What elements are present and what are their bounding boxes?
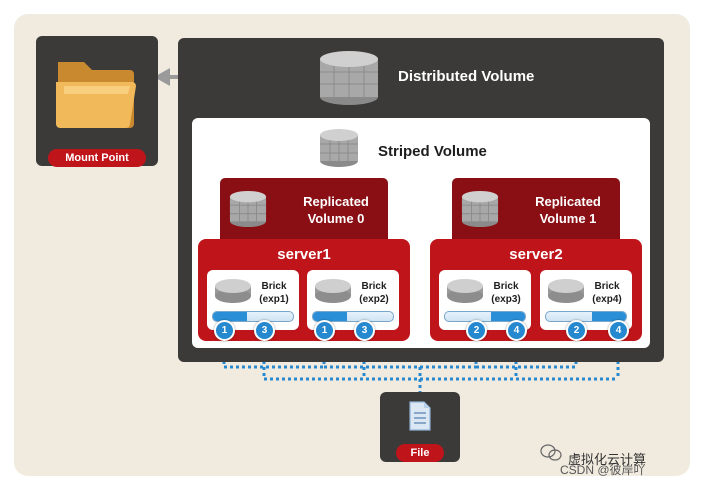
folder-icon: [56, 62, 136, 128]
chunk-badge: 4: [608, 320, 629, 341]
distributed-volume-title: Distributed Volume: [398, 68, 535, 85]
replicated-0-disk-icon: [229, 190, 267, 228]
server2-label: server2: [509, 246, 563, 263]
brick-exp1-line2: (exp1): [259, 294, 289, 305]
server1-label: server1: [277, 246, 331, 263]
brick-exp3-label: Brick (exp3): [489, 280, 523, 306]
mount-point-label[interactable]: Mount Point: [48, 149, 146, 167]
brick-exp4-line2: (exp4): [592, 294, 622, 305]
chunk-badge: 2: [466, 320, 487, 341]
chunk-badge: 1: [314, 320, 335, 341]
brick-exp4-line1: Brick: [594, 281, 620, 292]
brick-exp4-disk-icon: [548, 279, 584, 303]
distributed-disk-icon: [320, 51, 378, 105]
file-label[interactable]: File: [396, 444, 444, 462]
chunk-badge: 4: [506, 320, 527, 341]
replicated-volume-0-label: Replicated Volume 0: [296, 193, 376, 227]
brick-exp2-disk-icon: [315, 279, 351, 303]
chunk-badge: 3: [254, 320, 275, 341]
brick-exp3-disk-icon: [447, 279, 483, 303]
replicated-0-line2: Volume 0: [307, 211, 365, 226]
replicated-1-line1: Replicated: [535, 194, 601, 209]
replicated-0-line1: Replicated: [303, 194, 369, 209]
brick-exp1-label: Brick (exp1): [257, 280, 291, 306]
striped-disk-icon: [320, 129, 358, 167]
chunk-badge: 2: [566, 320, 587, 341]
wechat-icon: [540, 444, 562, 461]
brick-exp1-line1: Brick: [261, 281, 287, 292]
chunk-badge: 1: [214, 320, 235, 341]
brick-exp3-line2: (exp3): [491, 294, 521, 305]
brick-exp1-bar: [212, 311, 294, 322]
replicated-1-line2: Volume 1: [539, 211, 597, 226]
brick-exp2-bar: [312, 311, 394, 322]
brick-exp2-label: Brick (exp2): [357, 280, 391, 306]
document-icon: [409, 401, 431, 431]
watermark-line2: CSDN @彼岸吖: [560, 463, 646, 477]
brick-exp4-bar: [545, 311, 627, 322]
chunk-badge: 3: [354, 320, 375, 341]
replicated-1-disk-icon: [461, 190, 499, 228]
brick-exp3-bar: [444, 311, 526, 322]
brick-exp4-label: Brick (exp4): [590, 280, 624, 306]
brick-exp1-disk-icon: [215, 279, 251, 303]
brick-exp2-line2: (exp2): [359, 294, 389, 305]
brick-exp2-line1: Brick: [361, 281, 387, 292]
brick-exp3-line1: Brick: [493, 281, 519, 292]
watermark-line1: 虚拟化云计算: [568, 452, 647, 467]
replicated-volume-1-label: Replicated Volume 1: [528, 193, 608, 227]
striped-volume-title: Striped Volume: [378, 143, 487, 160]
